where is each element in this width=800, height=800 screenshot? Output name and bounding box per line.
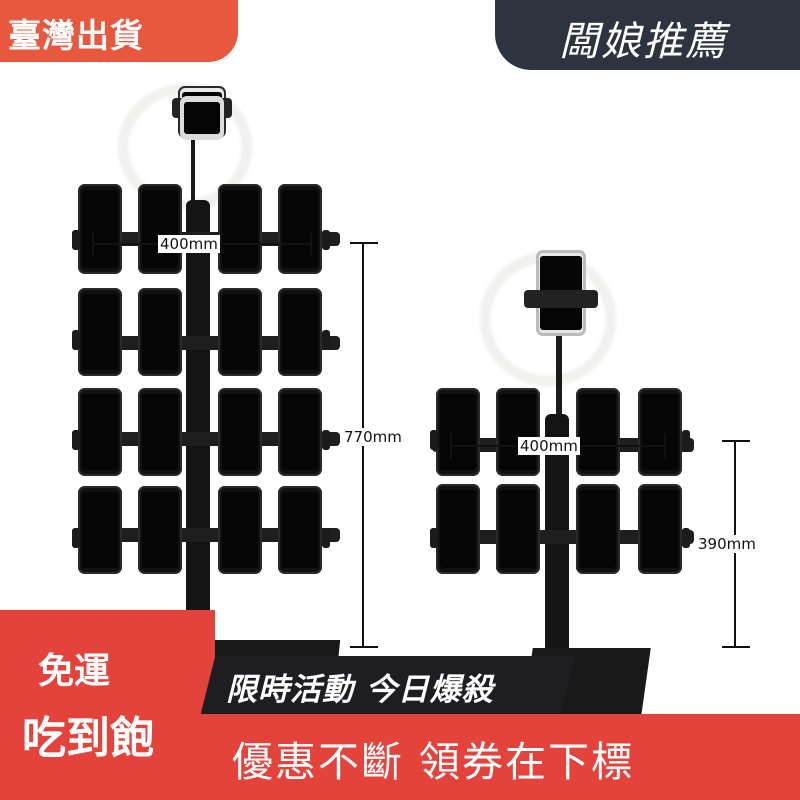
- phone: [576, 484, 620, 574]
- owner-recommends-text: 闆娘推薦: [559, 19, 727, 65]
- free-shipping-line2: 吃到飽: [22, 713, 154, 764]
- phone: [638, 484, 682, 574]
- free-shipping-block: [0, 610, 215, 800]
- ships-from-taiwan-badge: 臺灣出貨: [0, 0, 238, 62]
- phone: [138, 486, 182, 574]
- phone: [278, 388, 322, 476]
- phone: [78, 288, 122, 376]
- phone: [78, 486, 122, 574]
- free-shipping-line1: 免運: [38, 651, 111, 692]
- phone: [138, 184, 182, 274]
- phone: [576, 388, 620, 476]
- limited-event-text: 限時活動 今日爆殺: [226, 672, 494, 708]
- right-height-label: 390mm: [696, 535, 758, 553]
- owner-recommends-badge: 闆娘推薦: [495, 0, 800, 70]
- phone: [218, 288, 262, 376]
- coupon-banner: [215, 714, 800, 800]
- phone: [78, 184, 122, 274]
- phone: [138, 388, 182, 476]
- phone: [78, 388, 122, 476]
- phone: [496, 484, 540, 574]
- phone: [278, 184, 322, 274]
- coupon-text: 優惠不斷 領券在下標: [232, 738, 635, 786]
- phone: [496, 388, 540, 476]
- phone: [638, 388, 682, 476]
- right-width-label: 400mm: [518, 437, 580, 455]
- phone: [278, 288, 322, 376]
- phone: [436, 388, 480, 476]
- phone: [218, 486, 262, 574]
- ships-from-taiwan-text: 臺灣出貨: [8, 16, 144, 55]
- left-width-label: 400mm: [158, 235, 220, 253]
- phone: [218, 184, 262, 274]
- phone: [278, 486, 322, 574]
- phone: [436, 484, 480, 574]
- phone: [218, 388, 262, 476]
- phone: [138, 288, 182, 376]
- left-height-label: 770mm: [342, 428, 404, 446]
